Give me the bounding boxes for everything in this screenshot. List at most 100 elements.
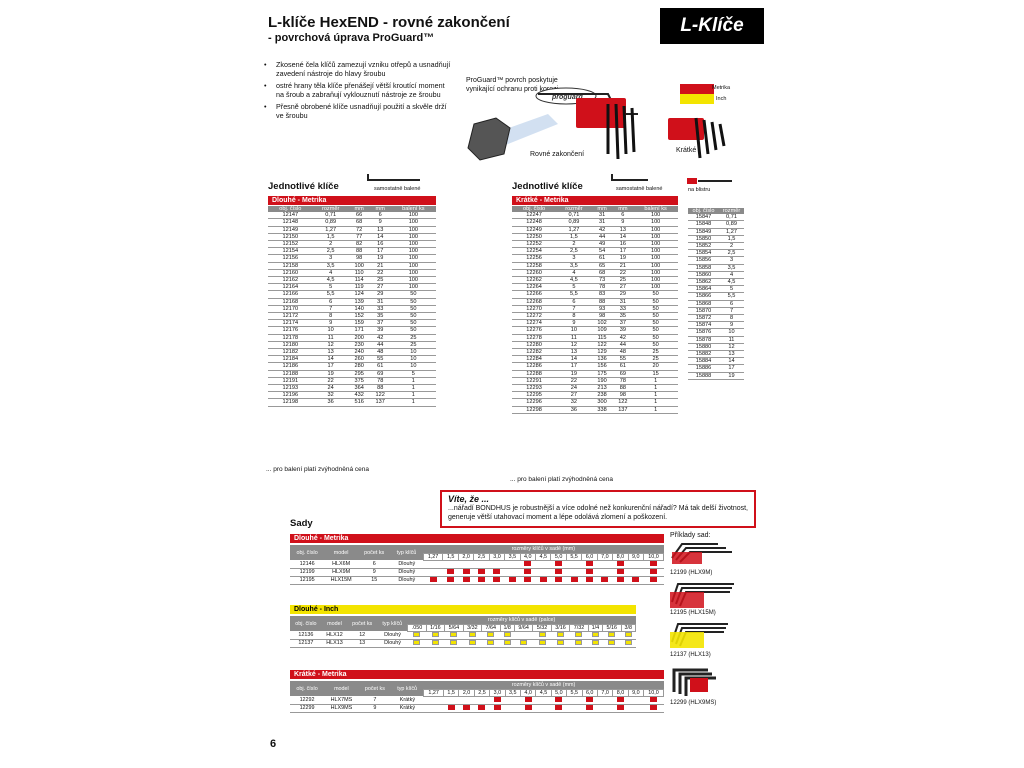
table-cell: 12258 bbox=[512, 262, 557, 270]
size-cell bbox=[514, 639, 533, 648]
included-marker bbox=[608, 639, 616, 645]
set-model: HLX12 bbox=[321, 631, 348, 640]
table-cell: 25 bbox=[633, 355, 678, 364]
size-header: 3,0 bbox=[488, 552, 506, 561]
table-cell: 100 bbox=[390, 212, 436, 220]
column-header: obj. číslo bbox=[268, 206, 313, 213]
size-header: 3/16 bbox=[550, 623, 571, 632]
table-cell: 15854 bbox=[688, 249, 719, 258]
column-header: obj. číslo bbox=[688, 208, 719, 215]
table-cell: 1 bbox=[390, 384, 436, 393]
set-count: 7 bbox=[358, 696, 392, 705]
table-cell: 100 bbox=[633, 233, 678, 242]
set-code: 12199 bbox=[290, 568, 325, 577]
table-cell: 12172 bbox=[268, 312, 313, 321]
table-cell: 15886 bbox=[688, 364, 719, 373]
included-marker bbox=[650, 704, 658, 710]
table-cell: 44 bbox=[591, 233, 613, 242]
table-cell: 159 bbox=[348, 319, 370, 328]
size-cell bbox=[621, 631, 636, 640]
did-you-know-body: ...nářadí BONDHUS je robustnější a více … bbox=[448, 505, 748, 521]
size-cell bbox=[532, 631, 552, 640]
table-cell: 50 bbox=[390, 319, 436, 328]
table-cell: 129 bbox=[591, 348, 613, 357]
table-cell: 13 bbox=[719, 350, 744, 359]
included-marker bbox=[447, 704, 455, 710]
size-cell bbox=[597, 696, 613, 705]
table-cell: 12174 bbox=[268, 319, 313, 328]
table-cell: 1 bbox=[633, 377, 678, 386]
table-cell: 12149 bbox=[268, 226, 313, 234]
table-cell: 12 bbox=[312, 341, 349, 350]
included-marker bbox=[413, 639, 421, 645]
blister-icon bbox=[687, 178, 732, 184]
hex-end-icon bbox=[467, 117, 511, 161]
included-marker bbox=[632, 576, 640, 582]
size-cell bbox=[550, 568, 567, 577]
size-cell bbox=[532, 639, 552, 648]
table-cell: 5 bbox=[312, 283, 349, 292]
table-cell: 2,5 bbox=[556, 247, 592, 256]
table-cell: 14 bbox=[719, 357, 744, 366]
table-cell: 88 bbox=[612, 384, 634, 393]
feature-item: Přesně obrobené klíče usnadňují použití … bbox=[262, 102, 452, 120]
included-marker bbox=[539, 576, 547, 582]
included-marker bbox=[493, 576, 501, 582]
size-cell bbox=[535, 704, 552, 713]
table-cell: 12182 bbox=[268, 348, 313, 357]
table-cell: 33 bbox=[612, 305, 634, 314]
set-model: HLX13 bbox=[321, 639, 348, 648]
set-hlx9m-icon bbox=[671, 543, 732, 564]
included-marker bbox=[524, 704, 532, 710]
column-header: typ klíčů bbox=[391, 681, 424, 696]
size-header: 5/16 bbox=[602, 623, 622, 632]
included-marker bbox=[649, 568, 657, 574]
table-cell: 6 bbox=[556, 298, 592, 306]
table-cell: 12164 bbox=[268, 283, 313, 292]
table-cell: 9 bbox=[556, 319, 592, 328]
table-cell: 5,5 bbox=[719, 292, 744, 301]
table-cell: 10 bbox=[312, 326, 349, 335]
included-marker bbox=[624, 639, 632, 645]
table-cell: 50 bbox=[633, 326, 678, 335]
table-cell: 25 bbox=[390, 341, 436, 350]
table-cell: 4,5 bbox=[312, 276, 349, 285]
table-cell: 50 bbox=[390, 326, 436, 335]
size-cell bbox=[628, 576, 644, 585]
table-cell: 300 bbox=[591, 398, 613, 407]
table-cell: 68 bbox=[591, 269, 613, 278]
size-cell bbox=[474, 704, 490, 713]
size-cell bbox=[597, 560, 613, 569]
table-cell: 260 bbox=[348, 355, 370, 364]
size-header: 7,0 bbox=[596, 552, 614, 561]
included-marker bbox=[524, 696, 532, 702]
size-header: 2,5 bbox=[473, 552, 490, 561]
l-key-icon bbox=[367, 174, 420, 181]
column-header: rozměr bbox=[556, 206, 592, 213]
table-cell: 25 bbox=[390, 334, 436, 342]
set-count: 6 bbox=[357, 560, 391, 569]
table-cell: 3,5 bbox=[556, 262, 592, 270]
single-long-title: Jednotlivé klíče bbox=[268, 181, 339, 192]
size-cell bbox=[550, 576, 567, 585]
size-cell bbox=[597, 704, 613, 713]
included-marker bbox=[650, 696, 658, 702]
table-cell: 15866 bbox=[688, 292, 719, 301]
set-model: HLX9M bbox=[324, 568, 358, 577]
table-cell: 4,5 bbox=[556, 276, 592, 285]
size-header: 9,0 bbox=[627, 688, 645, 697]
table-cell: 36 bbox=[556, 406, 592, 414]
